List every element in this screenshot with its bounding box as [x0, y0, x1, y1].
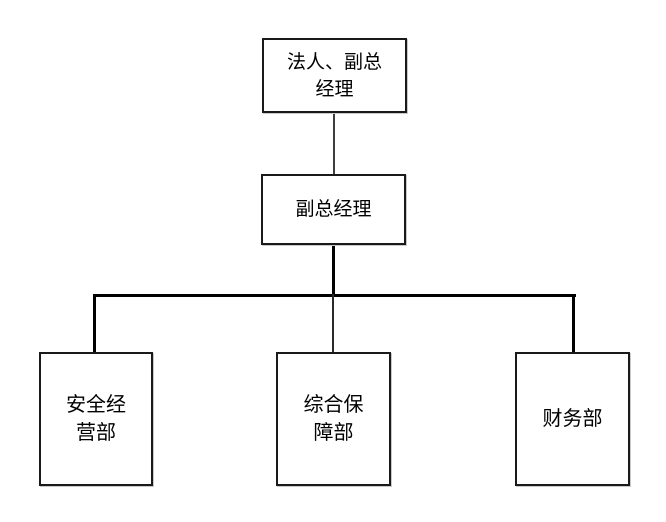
- connector-drop-finance: [572, 294, 575, 352]
- connector-drop-safety: [93, 294, 96, 352]
- org-node-label-line: 综合保: [303, 394, 364, 416]
- org-node-label-line: 经理: [315, 78, 354, 100]
- org-node-finance-dept: 财务部: [515, 352, 630, 486]
- org-node-deputy-gm: 副总经理: [261, 174, 406, 245]
- org-node-comprehensive-support-dept: 综合保 障部: [276, 352, 391, 486]
- connector-branch-horizontal: [93, 294, 576, 297]
- org-node-label-line: 财务部: [542, 408, 603, 430]
- org-node-legal-deputy-gm: 法人、副总 经理: [262, 38, 407, 113]
- org-node-label-line: 营部: [76, 422, 116, 444]
- org-node-label-line: 法人、副总: [286, 51, 382, 73]
- org-node-label-line: 安全经: [66, 394, 126, 416]
- connector-drop-support: [332, 294, 334, 352]
- org-node-label-line: 障部: [313, 422, 354, 444]
- connector-top-to-deputy: [333, 113, 335, 174]
- org-node-safety-operations-dept: 安全经 营部: [39, 352, 153, 486]
- connector-deputy-stem: [332, 245, 335, 295]
- org-node-label-line: 副总经理: [295, 199, 372, 220]
